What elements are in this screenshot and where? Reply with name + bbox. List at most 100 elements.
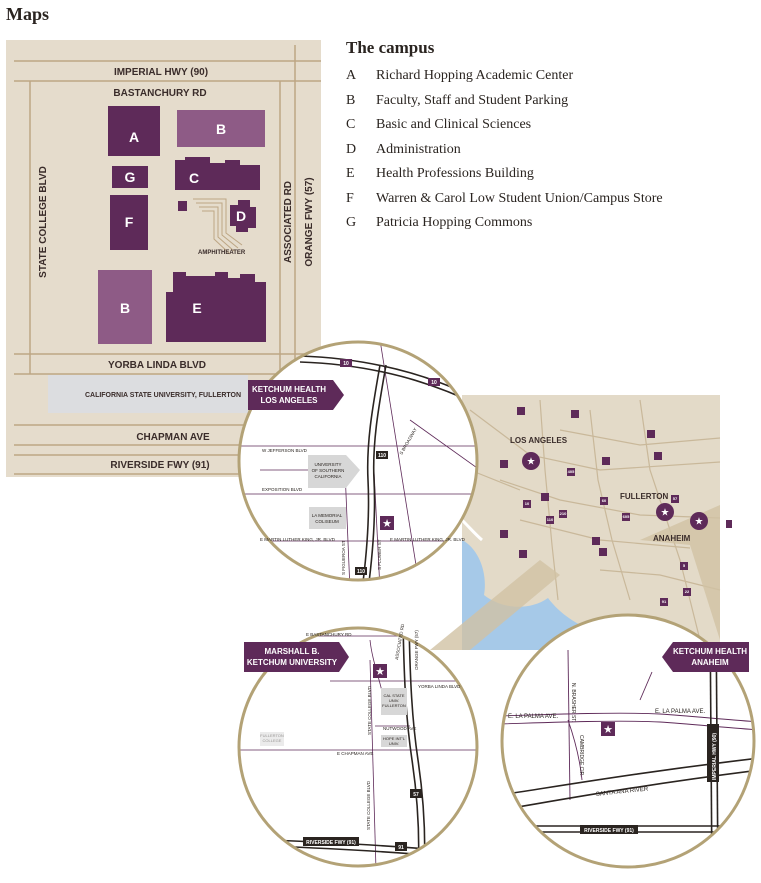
svg-text:91: 91 — [398, 845, 404, 851]
anaheim-brasher: N. BRASHER ST. — [570, 683, 576, 722]
la-inset-border — [237, 340, 479, 582]
la-shields: 10 10 110 110 — [340, 359, 440, 575]
building-g-label: G — [125, 169, 136, 185]
coliseum-label-2: COLISEUM — [315, 519, 339, 524]
building-d-label: D — [236, 208, 246, 224]
anaheim-imperial-label: IMPERIAL HWY (90) — [707, 724, 719, 782]
road-orange-fwy: ORANGE FWY (57) — [304, 177, 315, 266]
svg-text:KETCHUM HEALTH: KETCHUM HEALTH — [252, 385, 326, 394]
star-icon: ★ — [375, 666, 385, 678]
la-jefferson: W JEFFERSON BLVD — [262, 448, 308, 453]
usc-label-3: CALIFORNIA — [314, 474, 341, 479]
parking-b-south — [98, 270, 152, 344]
region-map: 405 210 605 10 110 60 57 91 5 22 ★ ★ ★ L… — [430, 395, 732, 650]
mbku-inset: E BASTANCHURY RD ASSOCIATED RD ORANGE FW… — [237, 623, 479, 868]
anaheim-la-palma-west: E. LA PALMA AVE. — [508, 714, 558, 720]
svg-text:605: 605 — [623, 514, 630, 519]
anaheim-inset: E. LA PALMA AVE. E. LA PALMA AVE. N. BRA… — [500, 613, 756, 869]
star-icon: ★ — [603, 724, 613, 736]
mbku-street-labels: E BASTANCHURY RD ASSOCIATED RD ORANGE FW… — [306, 623, 461, 830]
svg-text:57: 57 — [673, 496, 678, 501]
svg-text:22: 22 — [685, 589, 690, 594]
mbku-chapman: E CHAPMAN AVE — [337, 751, 373, 756]
marker-fullerton: ★ — [656, 503, 674, 521]
anaheim-cambridge: CAMBRIDGE CIR. — [578, 735, 584, 777]
svg-text:RIVERSIDE FWY (91): RIVERSIDE FWY (91) — [306, 840, 356, 846]
anaheim-location-marker: ★ — [601, 722, 615, 736]
svg-text:MARSHALL B.: MARSHALL B. — [265, 647, 320, 656]
amphitheater-steps — [193, 198, 243, 255]
mbku-nutwood: NUTWOOD AVE — [383, 726, 416, 731]
building-d — [230, 200, 256, 232]
svg-text:110: 110 — [357, 569, 365, 575]
amphitheater-label: AMPHITHEATER — [198, 250, 246, 256]
anaheim-la-palma-east: E. LA PALMA AVE. — [655, 709, 705, 715]
svg-text:UNIV.: UNIV. — [389, 741, 399, 746]
la-banner: KETCHUM HEALTH LOS ANGELES — [248, 380, 344, 410]
svg-text:60: 60 — [602, 498, 607, 503]
mbku-inset-border — [237, 626, 479, 868]
coliseum-label-1: LA MEMORIAL — [312, 513, 343, 518]
svg-text:91: 91 — [662, 599, 667, 604]
csuf-campus-block — [381, 688, 407, 715]
anaheim-inset-border — [500, 613, 756, 869]
marker-los-angeles: ★ — [522, 452, 540, 470]
anaheim-santa-ana-river: SANTA ANA RIVER — [596, 786, 650, 798]
la-exposition: EXPOSITION BLVD — [262, 487, 303, 492]
svg-text:5: 5 — [683, 563, 686, 568]
svg-text:110: 110 — [378, 453, 386, 459]
building-c-label: C — [189, 170, 199, 186]
road-chapman: CHAPMAN AVE — [136, 432, 210, 443]
road-bastanchury: BASTANCHURY RD — [113, 88, 206, 99]
usc-label-2: OF SOUTHERN — [312, 468, 345, 473]
mbku-shields: 57 91 — [395, 789, 422, 851]
city-anaheim: ANAHEIM — [653, 534, 691, 543]
star-icon: ★ — [382, 518, 392, 530]
star-icon: ★ — [695, 517, 704, 528]
svg-text:110: 110 — [547, 517, 554, 522]
star-icon: ★ — [527, 457, 536, 468]
building-e-label: E — [192, 300, 201, 316]
svg-text:CAL STATE: CAL STATE — [383, 693, 404, 698]
svg-text:KETCHUM HEALTH: KETCHUM HEALTH — [673, 647, 747, 656]
pacific-ocean — [462, 540, 720, 650]
building-c — [175, 157, 260, 190]
svg-text:RIVERSIDE FWY (91): RIVERSIDE FWY (91) — [584, 828, 634, 834]
la-figueroa: S FIGUEROA ST — [341, 540, 346, 575]
svg-text:10: 10 — [343, 361, 349, 367]
la-location-marker: ★ — [380, 516, 394, 530]
csuf-label: CALIFORNIA STATE UNIVERSITY, FULLERTON — [85, 392, 241, 399]
road-imperial: IMPERIAL HWY (90) — [114, 67, 208, 78]
svg-text:UNIV.: UNIV. — [389, 698, 399, 703]
region-beam-fullerton — [430, 560, 560, 650]
fullerton-college-block — [260, 732, 284, 746]
svg-text:10: 10 — [525, 501, 530, 506]
anaheim-street-labels: E. LA PALMA AVE. E. LA PALMA AVE. N. BRA… — [508, 683, 705, 798]
svg-text:10: 10 — [431, 380, 437, 386]
building-a — [108, 106, 160, 156]
svg-text:ANAHEIM: ANAHEIM — [691, 658, 729, 667]
usc-block — [308, 455, 360, 488]
svg-text:LOS ANGELES: LOS ANGELES — [260, 396, 318, 405]
coliseum-block — [309, 507, 346, 529]
road-riverside: RIVERSIDE FWY (91) — [110, 460, 209, 471]
svg-text:KETCHUM UNIVERSITY: KETCHUM UNIVERSITY — [247, 658, 338, 667]
la-mlk-west: E MARTIN LUTHER KING, JR. BLVD — [260, 537, 336, 542]
city-los-angeles: LOS ANGELES — [510, 436, 568, 445]
building-b-north-label: B — [216, 121, 226, 137]
building-f — [110, 195, 148, 250]
road-state-college: STATE COLLEGE BLVD — [38, 166, 49, 278]
anaheim-inset-disc — [502, 615, 754, 867]
anaheim-riverside-label: RIVERSIDE FWY (91) — [580, 825, 638, 834]
mbku-banner: MARSHALL B. KETCHUM UNIVERSITY — [244, 642, 349, 672]
usc-label-1: UNIVERSITY — [314, 462, 341, 467]
coastline — [460, 518, 483, 542]
mbku-orange-fwy: ORANGE FWY (57) — [414, 630, 419, 670]
